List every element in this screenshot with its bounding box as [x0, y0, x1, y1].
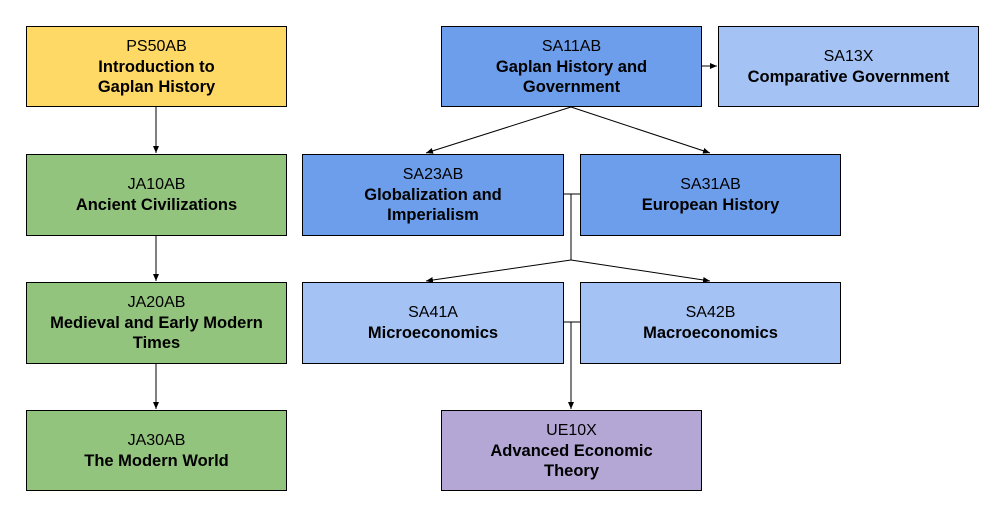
- course-ja20ab[interactable]: JA20AB Medieval and Early Modern Times: [26, 282, 287, 364]
- course-title: European History: [641, 196, 780, 214]
- course-code: SA41A: [408, 304, 458, 321]
- course-sa13x[interactable]: SA13X Comparative Government: [718, 26, 979, 107]
- course-code: PS50AB: [126, 37, 187, 55]
- arrow-to-sa41a: [425, 259, 572, 283]
- course-title: Globalization and Imperialism: [364, 186, 502, 224]
- course-code: SA31AB: [680, 176, 741, 193]
- course-ue10x[interactable]: UE10X Advanced Economic Theory: [441, 410, 702, 491]
- course-title: Macroeconomics: [643, 324, 778, 342]
- course-title: Introduction to Gaplan History: [97, 57, 216, 96]
- join-sa23-sa31: [563, 193, 580, 260]
- course-code: UE10X: [546, 421, 597, 439]
- course-title: Comparative Government: [747, 67, 950, 86]
- course-code: JA20AB: [127, 294, 186, 311]
- course-title: Ancient Civilizations: [75, 196, 238, 214]
- course-title: Advanced Economic Theory: [490, 441, 653, 480]
- course-code: JA10AB: [127, 176, 186, 193]
- course-code: SA23AB: [402, 166, 464, 183]
- course-ja30ab[interactable]: JA30AB The Modern World: [26, 410, 287, 491]
- course-ps50ab[interactable]: PS50AB Introduction to Gaplan History: [26, 26, 287, 107]
- course-title: Microeconomics: [367, 324, 499, 342]
- course-sa11ab[interactable]: SA11AB Gaplan History and Government: [441, 26, 702, 107]
- arrow-sa11ab-sa31ab: [570, 106, 711, 154]
- join-sa41-sa42: [563, 321, 580, 409]
- course-sa31ab[interactable]: SA31AB European History: [580, 154, 841, 236]
- course-title: The Modern World: [84, 451, 229, 470]
- course-sa23ab[interactable]: SA23AB Globalization and Imperialism: [302, 154, 564, 236]
- course-code: JA30AB: [127, 431, 186, 449]
- course-code: SA11AB: [541, 37, 602, 55]
- course-title: Gaplan History and Government: [495, 57, 648, 96]
- course-title: Medieval and Early Modern Times: [50, 314, 263, 352]
- course-code: SA13X: [823, 47, 874, 65]
- arrow-to-sa42b: [570, 259, 711, 283]
- course-sa42b[interactable]: SA42B Macroeconomics: [580, 282, 841, 364]
- arrow-sa11ab-sa23ab: [425, 106, 572, 154]
- course-code: SA42B: [685, 304, 736, 321]
- course-sa41a[interactable]: SA41A Microeconomics: [302, 282, 564, 364]
- course-ja10ab[interactable]: JA10AB Ancient Civilizations: [26, 154, 287, 236]
